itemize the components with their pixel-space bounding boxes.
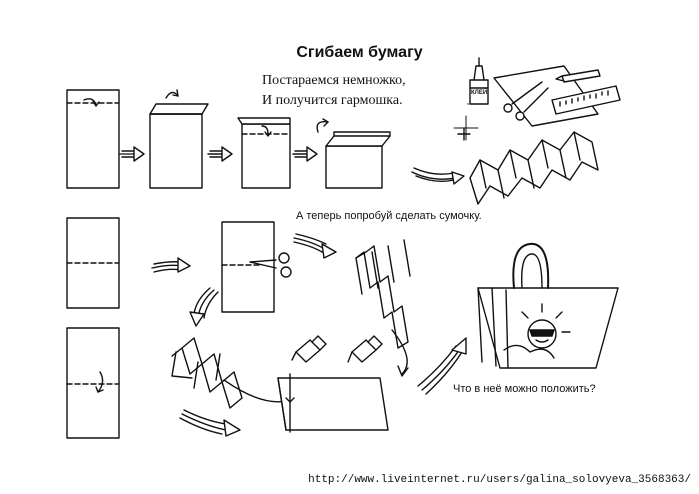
bag-assembly — [278, 374, 388, 432]
paper-sheet-folded — [67, 328, 119, 438]
arrow-icon — [208, 147, 232, 161]
craft-supplies — [454, 58, 620, 140]
paper-sheet-step-1 — [67, 90, 119, 188]
glue-bottle-right — [348, 336, 382, 362]
paper-sheet-step-4 — [317, 119, 390, 188]
paper-sheet-step-3 — [238, 118, 290, 188]
poem-line-1: Постараемся немножко, — [262, 73, 406, 88]
arrow-icon — [293, 147, 317, 161]
arrow-icon — [180, 410, 240, 436]
glue-bottle-left — [292, 336, 326, 362]
scissors-icon — [250, 253, 291, 277]
arrow-icon — [294, 234, 336, 258]
paper-sheet-step-2 — [150, 90, 208, 188]
watermark-url: http://www.liveinternet.ru/users/galina_… — [308, 474, 691, 486]
instruction-text: А теперь попробуй сделать сумочку. — [296, 210, 482, 222]
arrow-icon — [412, 168, 464, 184]
accordion-strip — [172, 338, 242, 408]
folded-strip — [356, 240, 410, 348]
arrow-icon — [152, 258, 190, 272]
arrow-icon — [190, 288, 218, 326]
arrow-icon — [418, 338, 466, 394]
finished-handbag — [478, 244, 618, 368]
paper-sheet-cut — [222, 222, 274, 312]
paper-accordion — [470, 132, 598, 204]
paper-sheet-fold-line — [67, 218, 119, 308]
question-text: Что в неё можно положить? — [453, 383, 596, 395]
glue-label: КЛЕЙ — [471, 90, 488, 96]
poem-line-2: И получится гармошка. — [262, 93, 403, 108]
arrow-icon — [120, 147, 144, 161]
page-title: Сгибаем бумагу — [296, 44, 423, 61]
